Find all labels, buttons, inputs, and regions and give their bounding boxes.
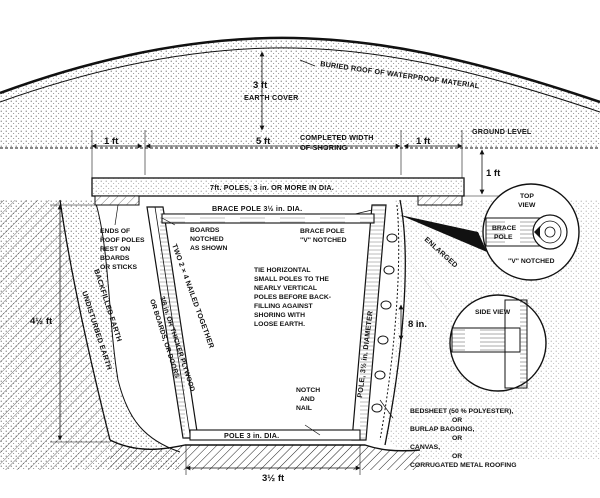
tie-note-1: TIE HORIZONTAL (254, 267, 311, 274)
materials-5: CANVAS, (410, 444, 440, 451)
tie-note-3: NEARLY VERTICAL (254, 285, 317, 292)
left-earth-section (0, 199, 181, 470)
materials-7: CORRUGATED METAL ROOFING (410, 462, 516, 469)
notch-nail-2: AND (300, 396, 315, 403)
shoring-liner (379, 204, 400, 441)
trench-floor (109, 439, 421, 470)
earth-cover-mound (0, 36, 600, 148)
tie-note-2: SMALL POLES TO THE (254, 276, 329, 283)
spacing-8in: 8 in. (408, 319, 427, 330)
tie-note-7: LOOSE EARTH. (254, 321, 305, 328)
top-view-label-2: VIEW (518, 202, 536, 209)
completed-width-label-1: COMPLETED WIDTH (300, 133, 374, 142)
ends-roof-poles-5: OR STICKS (100, 264, 137, 271)
right-margin-dim: 1 ft (416, 136, 431, 147)
earth-cover-value: 3 ft (253, 80, 268, 91)
trench-interior (148, 205, 384, 438)
enlarged-callout (397, 215, 487, 313)
materials-4: OR (452, 435, 462, 442)
boards-notched-1: BOARDS (190, 227, 220, 234)
ends-roof-poles-3: REST ON (100, 246, 130, 253)
boards-notched-3: AS SHOWN (190, 245, 227, 252)
materials-1: BEDSHEET (50 % POLYESTER), (410, 408, 513, 415)
brace-pole-v-2: "V" NOTCHED (300, 237, 347, 244)
horizontal-small-poles (371, 233, 398, 413)
top-view-brace-2: POLE (494, 234, 513, 241)
tie-note-4: POLES BEFORE BACK- (254, 294, 331, 301)
brace-pole-v-1: BRACE POLE (300, 228, 345, 235)
bottom-pole (189, 429, 361, 441)
ends-roof-poles-2: ROOF POLES (100, 237, 145, 244)
notch-nail-3: NAIL (296, 405, 312, 412)
completed-width-label-2: OF SHORING (300, 143, 348, 152)
tie-note-6: SHORING WITH (254, 312, 305, 319)
left-margin-dim: 1 ft (104, 136, 119, 147)
ends-roof-poles-4: BOARDS (100, 255, 130, 262)
completed-width-value: 5 ft (256, 136, 271, 147)
height-dim: 4½ ft (30, 316, 53, 327)
boards-notched-2: NOTCHED (190, 236, 224, 243)
brace-pole-label: BRACE POLE 3½ in. DIA. (212, 204, 302, 213)
leader-lines (114, 59, 394, 436)
top-view-v-notched: "V" NOTCHED (508, 258, 555, 265)
tie-note-5: FILLING AGAINST (254, 303, 313, 310)
bottom-width-dim: 3½ ft (262, 473, 285, 484)
top-view-label-1: TOP (520, 193, 534, 200)
dimension-lines (50, 51, 500, 475)
pole-bottom-label: POLE 3 in. DIA. (224, 431, 279, 440)
ends-roof-poles-1: ENDS OF (100, 228, 130, 235)
materials-6: OR (452, 453, 462, 460)
ground-level-label: GROUND LEVEL (472, 127, 532, 136)
top-view-detail (482, 183, 580, 281)
side-view-label: SIDE VIEW (475, 309, 511, 316)
materials-3: BURLAP BAGGING, (410, 426, 475, 433)
notch-nail-1: NOTCH (296, 387, 320, 394)
depth-1ft-dim: 1 ft (486, 168, 501, 179)
roof-poles-label: 7ft. POLES, 3 in. OR MORE IN DIA. (210, 183, 334, 192)
earth-cover-label: EARTH COVER (244, 93, 299, 102)
roof-poles (91, 177, 465, 206)
side-view-detail (449, 294, 547, 392)
materials-2: OR (452, 417, 462, 424)
top-view-brace-1: BRACE (492, 225, 517, 232)
right-wall-pole (351, 204, 387, 441)
